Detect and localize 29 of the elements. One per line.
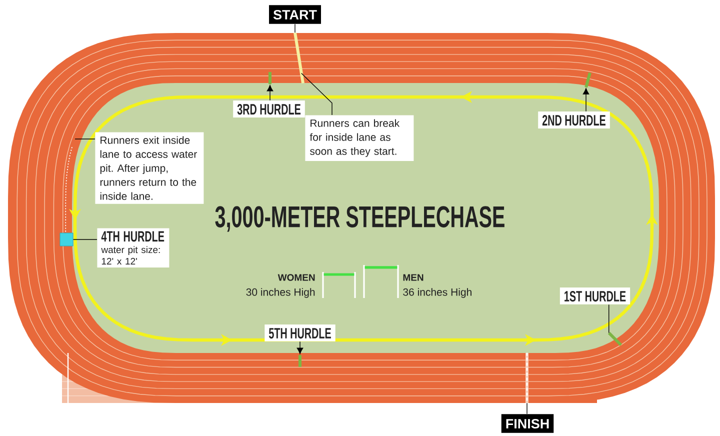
callout-label: 3RD HURDLE (233, 100, 305, 118)
callout-label: 1ST HURDLE (560, 288, 630, 304)
caption-text: WOMEN (278, 274, 315, 281)
water-pit (60, 232, 74, 246)
leader-line (296, 341, 304, 354)
note-box: Runners can break for inside lane as soon as they start. (305, 115, 414, 161)
callout-label: 2ND HURDLE (538, 112, 610, 128)
caption-text: 30 inches High (246, 288, 315, 298)
callout-tag: FINISH (501, 414, 554, 433)
title: 3,000-METER STEEPLECHASE (215, 206, 504, 232)
finish-line (526, 352, 528, 404)
leader-line (608, 304, 610, 334)
caption-text: MEN (403, 274, 424, 281)
leader-line (526, 402, 528, 414)
callout-label: 5TH HURDLE (264, 324, 336, 342)
leader-line (294, 24, 296, 33)
leader-line (74, 138, 96, 140)
note-box: Runners exit inside lane to access water pit. After jump, runners return to the inside lane. (95, 132, 204, 204)
hurdle-mark (584, 72, 592, 88)
hurdle-mark (298, 354, 302, 367)
hurdle-mark (608, 332, 622, 346)
leader-line (266, 84, 274, 101)
callout-label: 4TH HURDLE water pit size: 12' x 12' (97, 228, 170, 268)
caption-text: 36 inches High (403, 288, 472, 298)
leader-line (582, 88, 590, 112)
start-line (294, 32, 304, 84)
leader-line (72, 239, 98, 240)
hurdle-mark (268, 72, 272, 84)
callout-tag: START (269, 5, 321, 24)
